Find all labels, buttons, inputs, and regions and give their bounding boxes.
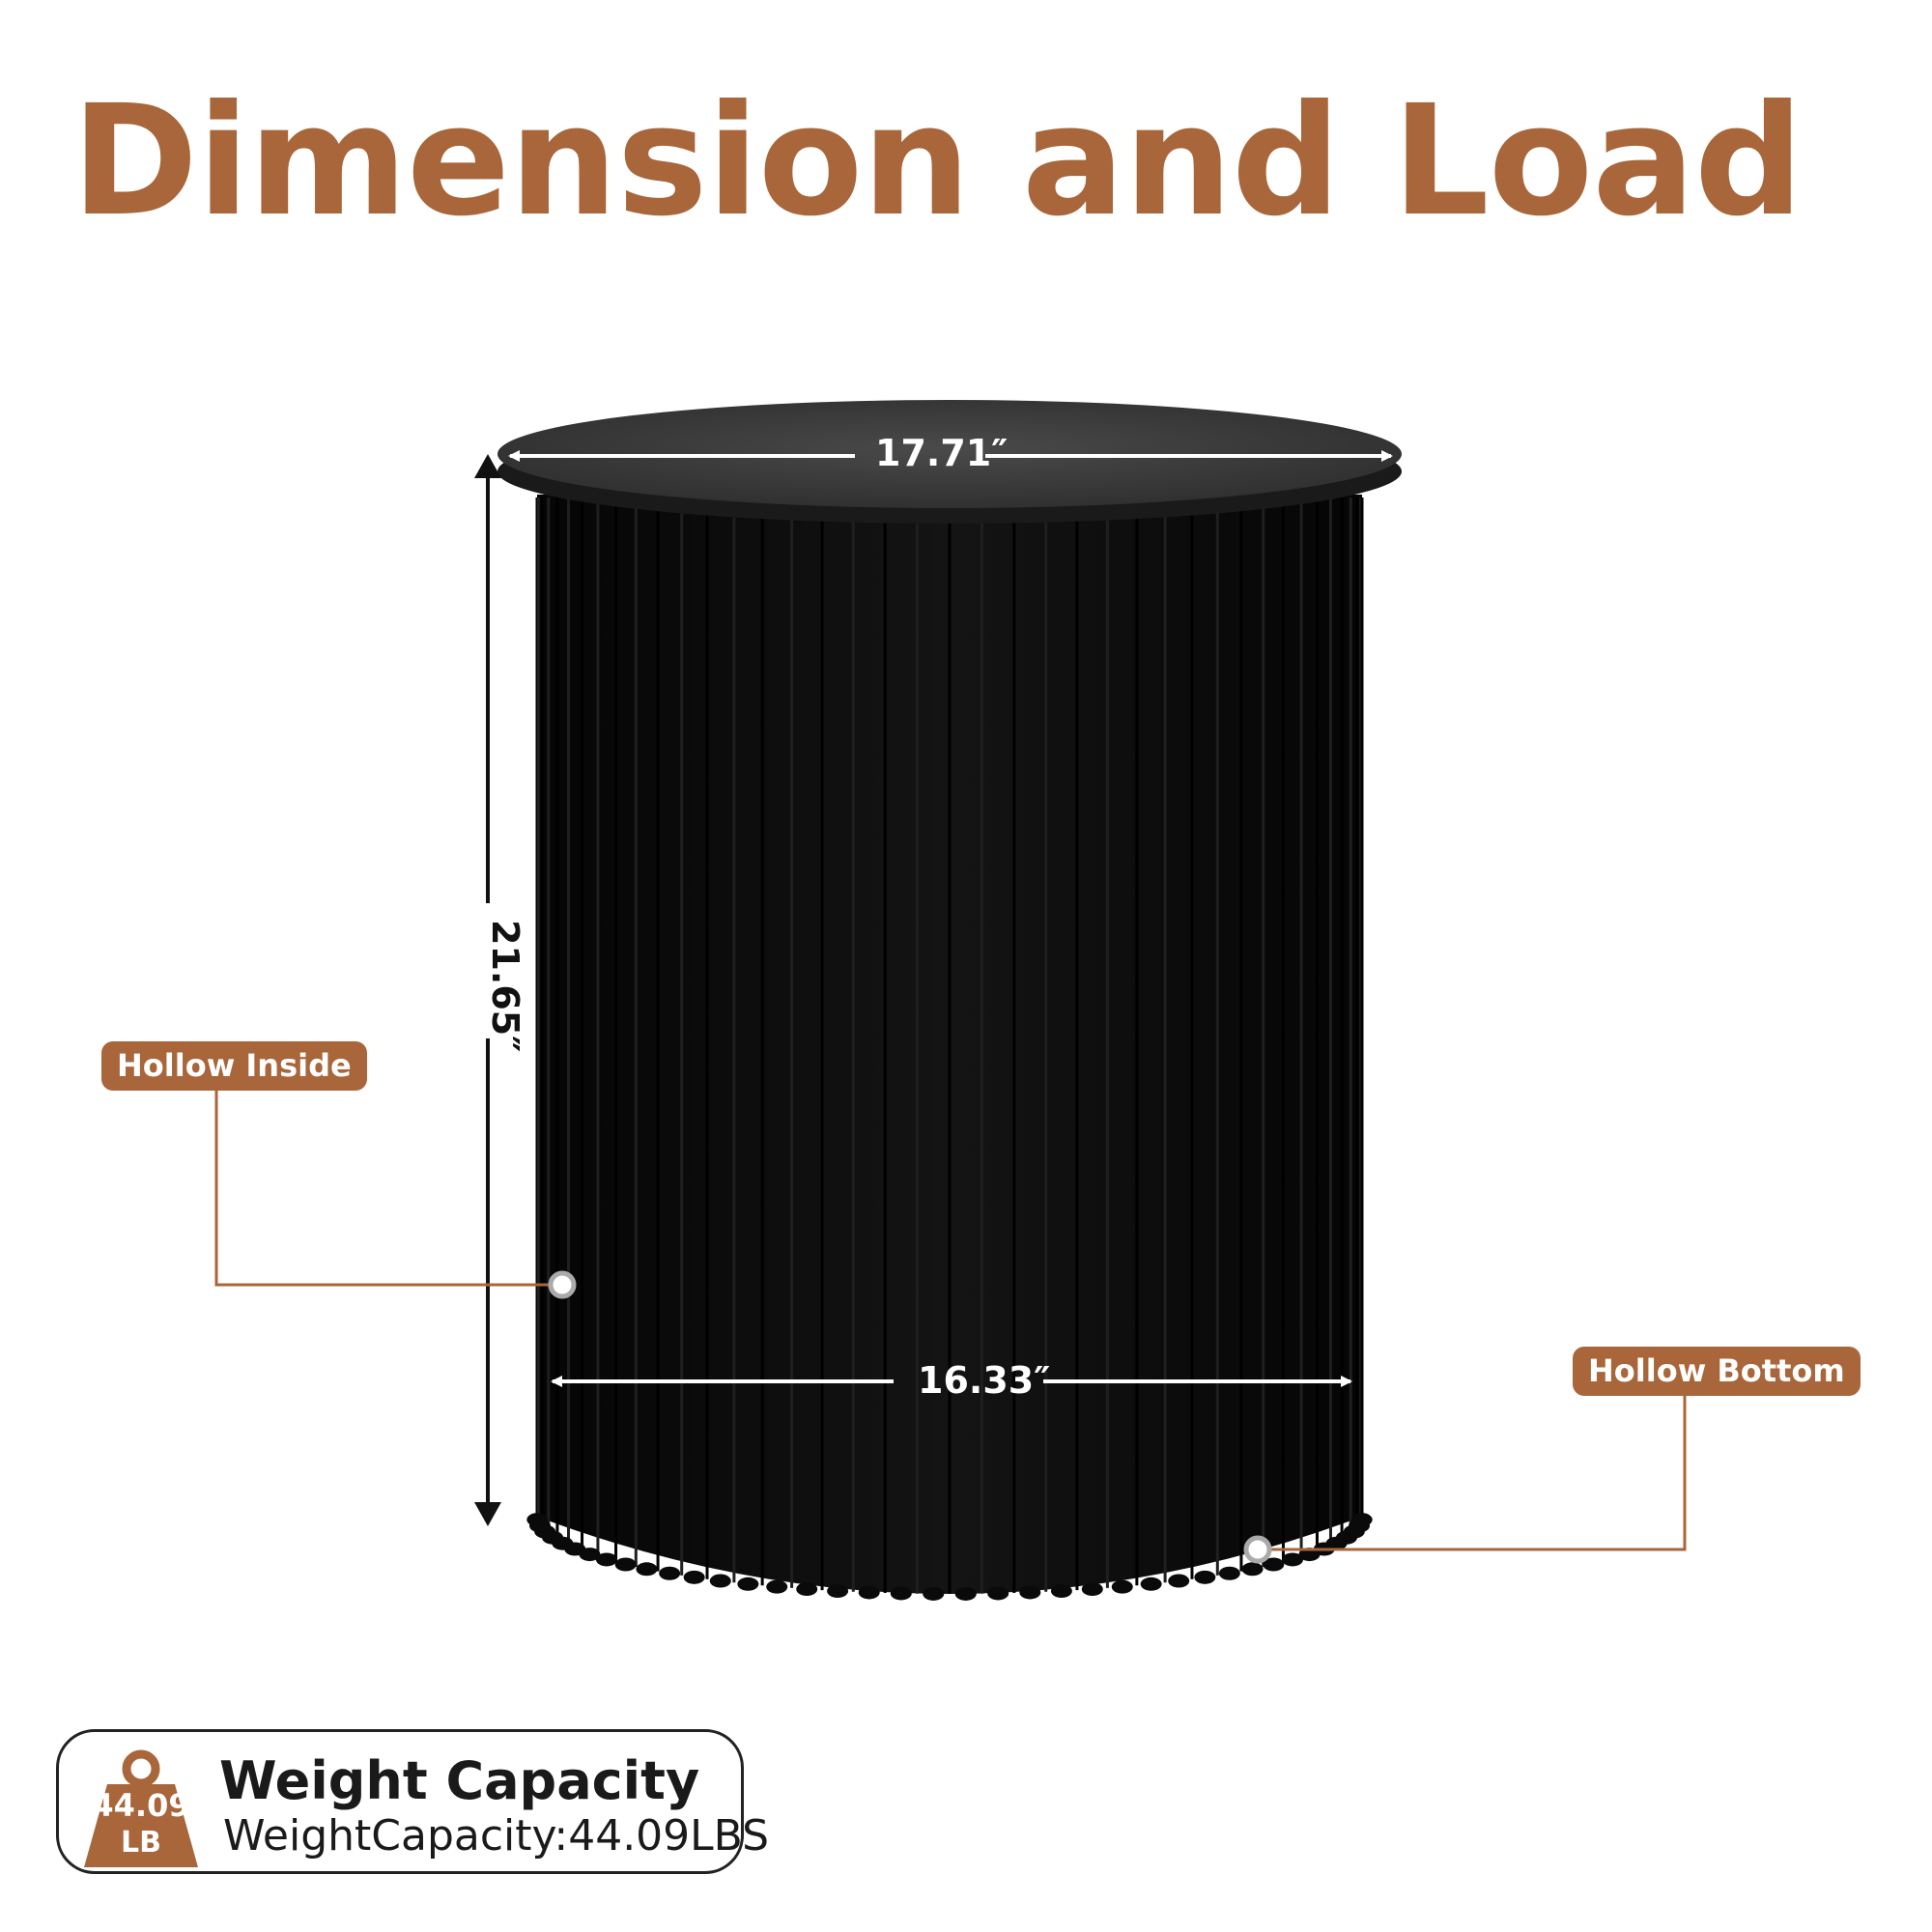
weight-icon-value: 44.09 bbox=[92, 1787, 190, 1824]
flute-foot bbox=[954, 1586, 977, 1601]
flute-foot bbox=[1282, 1552, 1304, 1567]
weight-capacity-detail: WeightCapacity:44.09LBS bbox=[223, 1811, 770, 1861]
hollow-inside-tag: Hollow Inside bbox=[101, 1041, 367, 1092]
flute-foot bbox=[1168, 1574, 1190, 1588]
flute-foot bbox=[614, 1557, 637, 1572]
top-diameter-label: 17.71″ bbox=[875, 432, 1009, 474]
weight-capacity-heading: Weight Capacity bbox=[219, 1750, 700, 1811]
hollow-bottom-dot bbox=[1243, 1535, 1272, 1564]
flute-foot bbox=[1194, 1570, 1216, 1584]
flute-foot bbox=[1050, 1583, 1072, 1598]
flute-foot bbox=[595, 1552, 617, 1567]
flute-foot bbox=[1241, 1562, 1264, 1577]
flute-foot bbox=[890, 1586, 912, 1601]
hollow-inside-dot bbox=[548, 1270, 577, 1299]
tabletop bbox=[497, 400, 1402, 508]
flute-foot bbox=[1218, 1566, 1240, 1580]
flute-foot bbox=[1081, 1582, 1103, 1597]
weight-capacity-card: 44.09 LB Weight Capacity WeightCapacity:… bbox=[56, 1729, 769, 1874]
flute-foot bbox=[709, 1574, 731, 1588]
flute-foot bbox=[1019, 1585, 1041, 1600]
flute-foot bbox=[1350, 1513, 1373, 1527]
flute-foot bbox=[1140, 1577, 1162, 1591]
flute-foot bbox=[796, 1582, 818, 1597]
flute-foot bbox=[737, 1577, 759, 1591]
flute-foot bbox=[1263, 1557, 1285, 1572]
flute-foot bbox=[1111, 1579, 1133, 1594]
weight-icon bbox=[84, 1749, 198, 1867]
hollow-bottom-leader bbox=[1256, 1383, 1687, 1551]
hollow-bottom-tag: Hollow Bottom bbox=[1573, 1347, 1861, 1397]
arrow-icon bbox=[474, 454, 501, 478]
flute-foot bbox=[683, 1570, 705, 1584]
base-diameter-label: 16.33″ bbox=[918, 1359, 1051, 1402]
page-title: Dimension and Load bbox=[71, 72, 1804, 250]
flute-foot bbox=[766, 1579, 788, 1594]
flute-foot bbox=[636, 1562, 658, 1577]
flute-foot bbox=[858, 1585, 880, 1600]
flute-foot bbox=[659, 1566, 681, 1580]
table-base-edge bbox=[526, 1513, 1373, 1601]
flute-foot bbox=[827, 1583, 849, 1598]
flute-foot bbox=[987, 1586, 1009, 1601]
height-label: 21.65″ bbox=[484, 920, 526, 1053]
flute-foot bbox=[579, 1548, 601, 1562]
flute-foot bbox=[923, 1586, 945, 1601]
arrow-icon bbox=[474, 1502, 501, 1526]
weight-icon-unit: LB bbox=[121, 1826, 161, 1860]
hollow-inside-leader bbox=[214, 1082, 560, 1287]
